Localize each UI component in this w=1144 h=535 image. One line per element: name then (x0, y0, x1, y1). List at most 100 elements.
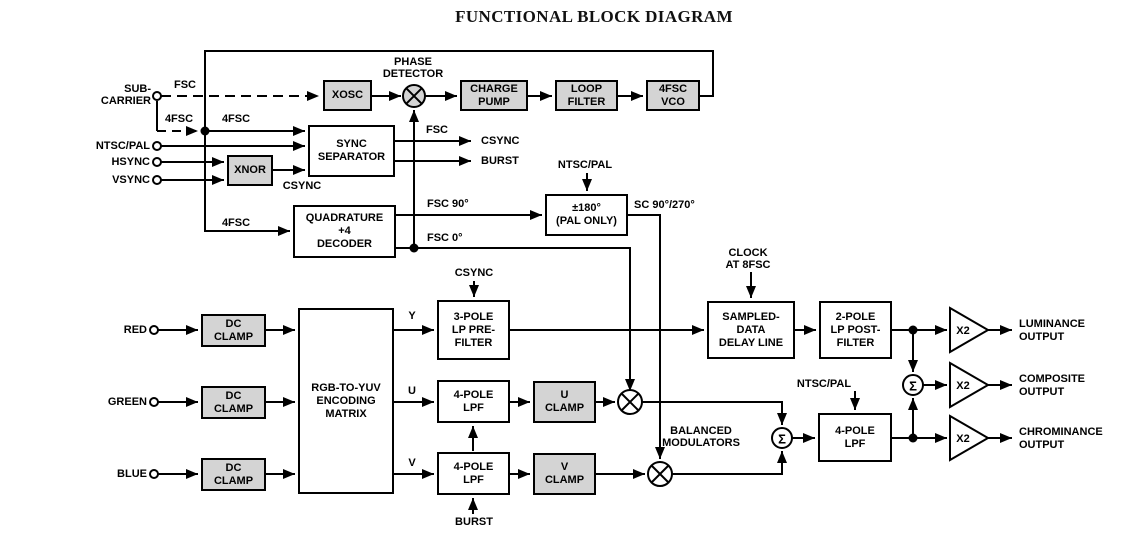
block-line: 4-POLE (453, 388, 494, 401)
block-xosc-label: XOSC (331, 89, 364, 101)
label-4fsc-node: 4FSC (221, 113, 251, 125)
block-line: (PAL ONLY) (556, 215, 617, 227)
block-pal-180: ±180°(PAL ONLY) (545, 194, 628, 236)
label-ntsc-pal-180: NTSC/PAL (557, 159, 613, 171)
page-title: FUNCTIONAL BLOCK DIAGRAM (455, 7, 733, 26)
label-fsc-0: FSC 0° (427, 232, 463, 244)
label-green-input: GREEN (107, 396, 147, 408)
label-burst-input: BURST (455, 516, 493, 528)
block-line: QUADRATURE (305, 212, 384, 224)
label-ntsc-pal-lpf: NTSC/PAL (796, 378, 852, 390)
u-modulator-icon (617, 389, 643, 415)
x2-amp-composite (949, 361, 990, 409)
block-xosc: XOSC (323, 80, 372, 111)
label-x2-composite: X2 (956, 380, 970, 392)
block-line: DECODER (316, 238, 372, 250)
label-v-signal: V (408, 457, 416, 469)
junction-4fsc (200, 126, 210, 136)
block-line: LP POST- (830, 323, 881, 336)
label-composite-output: OUTPUT (1019, 386, 1065, 398)
block-line: 2-POLE (835, 310, 876, 323)
block-line: V (560, 461, 569, 473)
label-sc-90-270: SC 90°/270° (634, 199, 695, 211)
block-line: LP PRE- (451, 323, 496, 336)
block-line: LPF (463, 473, 484, 486)
label-sub-carrier: CARRIER (100, 95, 151, 107)
block-line: DATA (736, 323, 766, 336)
block-line: SEPARATOR (317, 151, 386, 163)
composite-summer-icon (902, 374, 924, 396)
block-line: DC (225, 461, 242, 474)
ntscpal-terminal (152, 141, 162, 151)
label-composite-output: COMPOSITE (1019, 373, 1086, 385)
label-fsc-90: FSC 90° (427, 198, 469, 210)
label-phase-detector: DETECTOR (382, 68, 444, 80)
label-hsync-input: HSYNC (111, 156, 150, 168)
block-line: ENCODING (316, 394, 376, 407)
label-x2-chrominance: X2 (956, 433, 970, 445)
block-line: FILTER (567, 95, 606, 108)
subcarrier-terminal (152, 91, 162, 101)
wire-fsc0-to-umod (396, 247, 635, 391)
block-line: LPF (844, 437, 866, 450)
block-line: CLAMP (544, 474, 585, 486)
wire-umod-to-summer (642, 401, 787, 425)
block-line: RGB-TO-YUV (311, 381, 381, 394)
green-terminal (149, 397, 159, 407)
label-csync-output: CSYNC (481, 135, 520, 147)
block-line: ±180° (572, 202, 601, 214)
v-modulator-icon (647, 461, 673, 487)
x2-amp-chrominance (949, 414, 990, 462)
label-clock-8fsc: AT 8FSC (725, 259, 771, 271)
block-line: SYNC (336, 138, 367, 150)
block-line: DC (225, 389, 242, 402)
label-csync-xnor: CSYNC (282, 180, 322, 192)
label-fsc-in: FSC (174, 79, 196, 91)
label-blue-input: BLUE (117, 468, 147, 480)
label-burst-output: BURST (481, 155, 519, 167)
block-line: FILTER (836, 336, 875, 349)
label-4fsc-in: 4FSC (164, 113, 194, 125)
block-line: CLAMP (213, 402, 254, 415)
block-line: LPF (463, 401, 484, 414)
label-phase-detector: PHASE (394, 56, 432, 68)
block-line: FILTER (454, 336, 493, 349)
block-line: MATRIX (325, 407, 367, 420)
junction-fsc0 (409, 243, 419, 253)
junction-luma (908, 325, 918, 335)
block-line: CLAMP (213, 330, 254, 343)
block-line: DELAY LINE (718, 336, 784, 349)
label-sub-carrier: SUB- (124, 83, 151, 95)
label-chrominance-output: CHROMINANCE (1019, 426, 1103, 438)
block-xnor: XNOR (227, 155, 273, 186)
label-ntsc-pal-input: NTSC/PAL (95, 140, 150, 152)
label-u-signal: U (408, 385, 416, 397)
label-luminance-output: OUTPUT (1019, 331, 1065, 343)
label-chrominance-output: OUTPUT (1019, 439, 1065, 451)
label-luminance-output: LUMINANCE (1019, 318, 1085, 330)
block-line: 4-POLE (453, 460, 494, 473)
block-line: PUMP (478, 95, 510, 108)
block-line: CLAMP (544, 402, 585, 414)
block-line: 3-POLE (453, 310, 494, 323)
blue-terminal (149, 469, 159, 479)
block-line: +4 (338, 225, 351, 237)
modulator-summer-icon (771, 427, 793, 449)
junction-chroma (908, 433, 918, 443)
summer-sigma: Σ (909, 378, 917, 394)
block-line: 4-POLE (835, 424, 875, 437)
